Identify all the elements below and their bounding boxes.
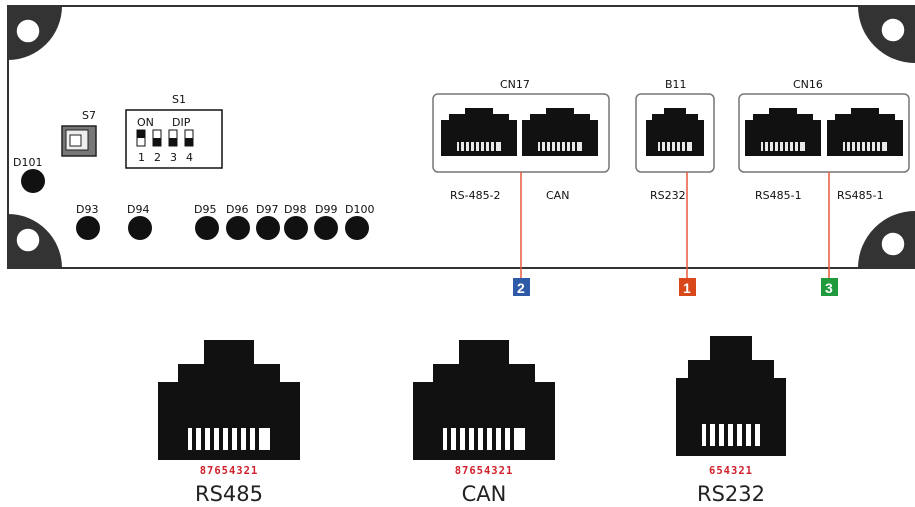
- rs232-port[interactable]: [646, 108, 704, 156]
- dip-on-text: ON: [137, 116, 154, 129]
- badge-1: 1: [679, 278, 696, 296]
- rs232-pin-numbers: 654321: [709, 465, 753, 477]
- dip-toggle-3[interactable]: [168, 129, 178, 147]
- led-d94: [128, 216, 152, 240]
- can-port[interactable]: [522, 108, 598, 156]
- dip-position-label: 4: [186, 151, 193, 164]
- dip-switch-s1[interactable]: ON DIP 1 2 3 4: [125, 109, 223, 169]
- led-d98: [284, 216, 308, 240]
- badge-3-number: 3: [825, 280, 833, 296]
- badge-1-number: 1: [683, 280, 691, 296]
- led-label-d94: D94: [127, 203, 149, 216]
- rs232-connector-label: RS232: [697, 482, 765, 506]
- rs485-1-port-a[interactable]: [745, 108, 821, 156]
- dip-toggle-2[interactable]: [152, 129, 162, 147]
- led-label-d96: D96: [226, 203, 248, 216]
- mounting-hole-top-right: [858, 6, 915, 63]
- mounting-hole-top-left: [8, 6, 62, 60]
- led-d100: [345, 216, 369, 240]
- rs485-pin-numbers: 87654321: [200, 465, 259, 477]
- badge-2: 2: [513, 278, 530, 296]
- led-label-d95: D95: [194, 203, 216, 216]
- led-d96: [226, 216, 250, 240]
- badge-1-box: [679, 278, 696, 296]
- mounting-hole-bottom-right: [858, 211, 915, 268]
- can-port-label: CAN: [546, 189, 569, 202]
- switch-label: S7: [82, 109, 96, 122]
- led-d97: [256, 216, 280, 240]
- rs232-port-label: RS232: [650, 189, 686, 202]
- led-d93: [76, 216, 100, 240]
- rs485-1-port-b[interactable]: [827, 108, 903, 156]
- dip-toggle-1[interactable]: [136, 129, 146, 147]
- led-d95: [195, 216, 219, 240]
- rs485-connector-illustration: 87654321 RS485: [158, 340, 300, 506]
- led-label-d97: D97: [256, 203, 278, 216]
- badge-2-box: [513, 278, 530, 296]
- dip-position-label: 2: [154, 151, 161, 164]
- led-d99: [314, 216, 338, 240]
- can-pin-numbers: 87654321: [455, 465, 514, 477]
- led-label-d101: D101: [13, 156, 42, 169]
- led-label-d99: D99: [315, 203, 337, 216]
- can-connector-label: CAN: [462, 482, 507, 506]
- b11-label: B11: [665, 78, 687, 91]
- can-connector-illustration: 87654321 CAN: [413, 340, 555, 506]
- dip-position-label: 1: [138, 151, 145, 164]
- led-label-d100: D100: [345, 203, 374, 216]
- rs485-2-port[interactable]: [441, 108, 517, 156]
- dip-dip-text: DIP: [172, 116, 191, 129]
- rs485-1-port-b-label: RS485-1: [837, 189, 884, 202]
- can-connector-icon: [413, 340, 555, 460]
- rs232-connector-icon: [676, 336, 786, 456]
- badge-3-box: [821, 278, 838, 296]
- led-d101: [21, 169, 45, 193]
- dip-position-label: 3: [170, 151, 177, 164]
- led-label-d98: D98: [284, 203, 306, 216]
- rs232-connector-illustration: 654321 RS232: [676, 336, 786, 506]
- led-label-d93: D93: [76, 203, 98, 216]
- rs485-2-port-label: RS-485-2: [450, 189, 501, 202]
- dip-toggle-4[interactable]: [184, 129, 194, 147]
- switch-s7[interactable]: [61, 125, 97, 157]
- dip-label: S1: [172, 93, 186, 106]
- badge-3: 3: [821, 278, 838, 296]
- cn16-label: CN16: [793, 78, 823, 91]
- rs485-connector-icon: [158, 340, 300, 460]
- badge-2-number: 2: [517, 280, 525, 296]
- cn17-label: CN17: [500, 78, 530, 91]
- rs485-connector-label: RS485: [195, 482, 263, 506]
- mounting-hole-bottom-left: [8, 214, 62, 268]
- rs485-1-port-a-label: RS485-1: [755, 189, 802, 202]
